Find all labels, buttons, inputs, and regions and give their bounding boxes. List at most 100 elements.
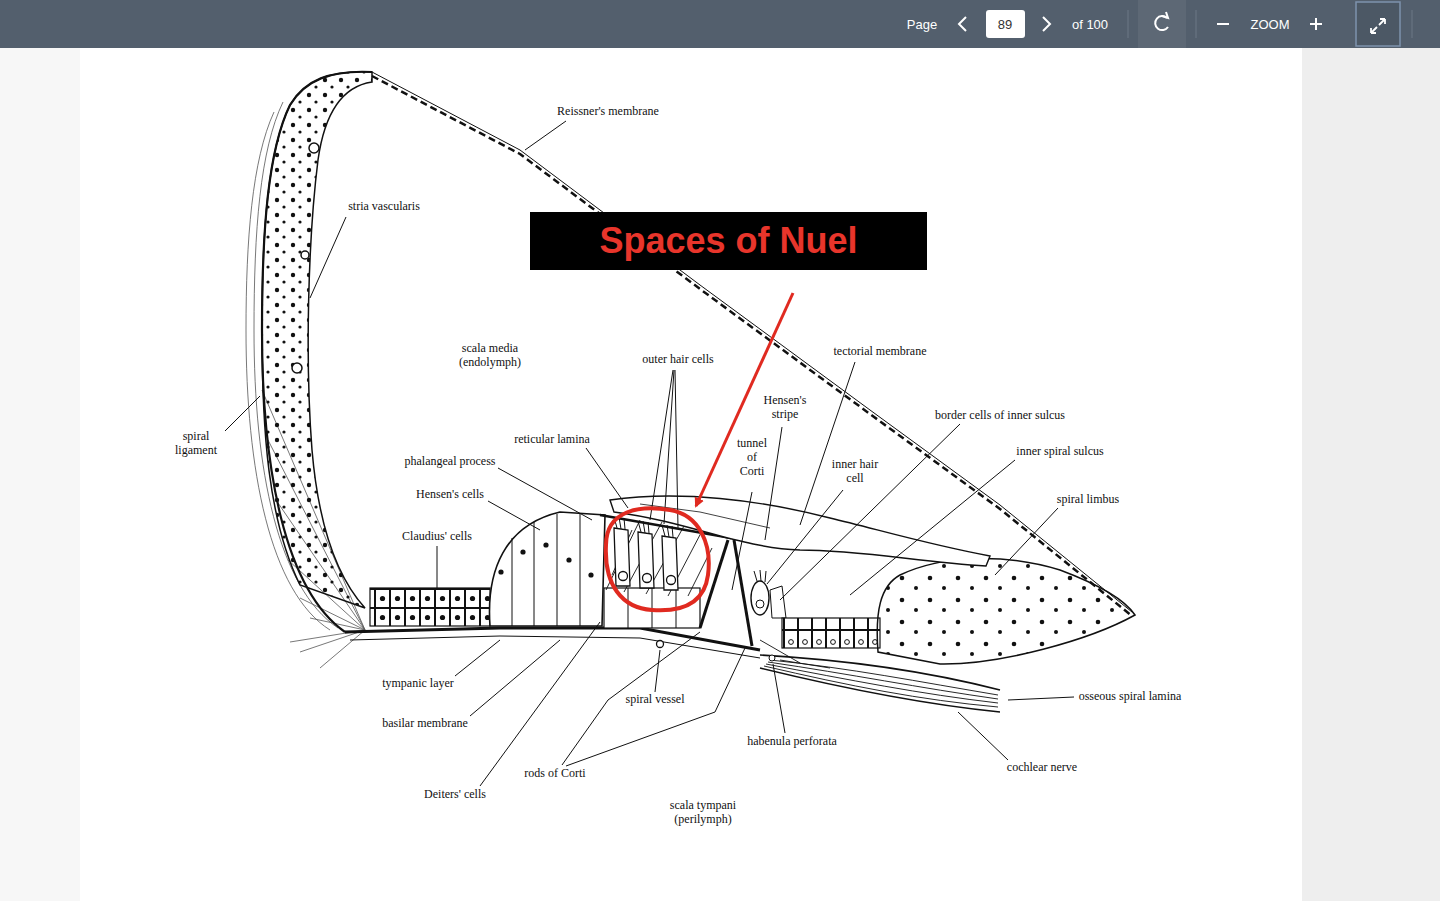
part-label: osseous spiral lamina bbox=[1078, 690, 1183, 704]
rotate-icon bbox=[1162, 12, 1168, 18]
leader-line bbox=[958, 712, 1008, 760]
fibre bbox=[770, 660, 998, 695]
pdf-page bbox=[80, 48, 1302, 901]
leader-line bbox=[310, 217, 346, 298]
hensens-cells bbox=[489, 512, 605, 626]
callout-text: Spaces of Nuel bbox=[599, 220, 857, 262]
part-label: inner spiral sulcus bbox=[1015, 445, 1104, 459]
hair-cell bbox=[614, 528, 630, 586]
part-label: spiral limbus bbox=[1056, 493, 1120, 507]
button-ground bbox=[1138, 0, 1186, 48]
reissners-membrane bbox=[372, 72, 1132, 612]
zoom-out-icon bbox=[1217, 23, 1229, 25]
capillary bbox=[292, 363, 302, 373]
leader-lines bbox=[224, 121, 1074, 786]
cell-borders bbox=[512, 513, 580, 626]
inner-sulcus-cells bbox=[782, 618, 880, 648]
hair-cell bbox=[638, 532, 654, 588]
nucleus bbox=[498, 569, 503, 574]
nucleus bbox=[619, 572, 628, 581]
cochlear-wall bbox=[262, 72, 372, 632]
leader-line bbox=[498, 468, 592, 520]
part-label: inner hair cell bbox=[827, 458, 884, 486]
spiral-vessel bbox=[657, 641, 664, 648]
inner-pillar bbox=[734, 540, 752, 646]
part-label: tympanic layer bbox=[381, 677, 455, 691]
next-icon bbox=[1043, 17, 1050, 31]
cell-border bbox=[534, 522, 535, 626]
nucleus bbox=[667, 576, 676, 585]
separator bbox=[1412, 10, 1413, 38]
inner-hair-cell bbox=[751, 581, 769, 615]
fibre bbox=[310, 618, 365, 630]
part-label: tunnel of Corti bbox=[733, 437, 771, 478]
leader-line bbox=[562, 632, 700, 765]
part-label: rods of Corti bbox=[523, 767, 586, 781]
part-label: Reissner's membrane bbox=[556, 105, 660, 119]
leader-line bbox=[224, 396, 260, 432]
part-label: stria vascularis bbox=[347, 200, 421, 214]
viewer-toolbar: Pageof 100ZOOM89 bbox=[0, 0, 1440, 48]
toolbar-text: of 100 bbox=[1072, 17, 1108, 32]
nucleus bbox=[520, 549, 525, 554]
highlight-circle bbox=[606, 508, 709, 610]
nucleus bbox=[643, 574, 652, 583]
spiral-limbus bbox=[877, 558, 1135, 664]
nucleus bbox=[566, 557, 571, 562]
stereocilia bbox=[754, 570, 766, 582]
fit-button bbox=[1356, 2, 1400, 46]
page-number: 89 bbox=[998, 17, 1012, 32]
nucleus bbox=[543, 542, 548, 547]
cell-border bbox=[580, 513, 581, 626]
cell-border bbox=[628, 588, 629, 628]
cell-border bbox=[557, 514, 558, 626]
zoom-in-icon bbox=[1315, 18, 1317, 30]
leader-line bbox=[732, 492, 752, 590]
toolbar-bar bbox=[0, 0, 1440, 48]
fibre bbox=[320, 630, 365, 668]
leader-line bbox=[1008, 697, 1074, 700]
outer-hair-cells bbox=[614, 528, 678, 590]
fibre bbox=[300, 630, 365, 652]
nucleus bbox=[588, 572, 593, 577]
part-label: cochlear nerve bbox=[1006, 761, 1078, 775]
leader-line bbox=[480, 622, 600, 786]
leader-line bbox=[586, 448, 628, 508]
viewer-margin bbox=[1302, 48, 1440, 901]
viewer-margin bbox=[0, 48, 80, 901]
cell-border bbox=[512, 538, 513, 626]
part-label: outer hair cells bbox=[641, 353, 714, 367]
part-label: scala tympani (perilymph) bbox=[657, 799, 749, 827]
reissners-membrane bbox=[372, 76, 1132, 616]
nucleus bbox=[756, 600, 764, 608]
leader-line bbox=[675, 370, 678, 528]
leader-line bbox=[800, 362, 855, 525]
fibre bbox=[780, 660, 830, 668]
nerve-fibres bbox=[760, 640, 998, 707]
prev-icon bbox=[959, 17, 966, 31]
leader-line bbox=[995, 508, 1058, 575]
separator bbox=[1128, 10, 1129, 38]
part-label: Claudius' cells bbox=[401, 530, 473, 544]
leader-line bbox=[525, 121, 566, 150]
part-label: phalangeal process bbox=[404, 455, 497, 469]
hair-cell bbox=[662, 536, 678, 590]
nuclei bbox=[498, 542, 593, 577]
toolbar-text: Page bbox=[907, 17, 937, 32]
leader-line bbox=[566, 648, 745, 766]
leader-line bbox=[470, 640, 560, 716]
leader-line bbox=[773, 664, 785, 733]
part-label: spiral ligament bbox=[168, 430, 225, 458]
fibre bbox=[768, 662, 998, 699]
part-label: tectorial membrane bbox=[833, 345, 928, 359]
separator bbox=[1196, 10, 1197, 38]
border-cell bbox=[770, 586, 786, 618]
fibre bbox=[766, 664, 998, 703]
fibre bbox=[764, 666, 998, 707]
capillary bbox=[301, 251, 309, 259]
part-label: habenula perforata bbox=[746, 735, 838, 749]
fibre bbox=[760, 640, 800, 663]
part-label: basilar membrane bbox=[381, 717, 469, 731]
part-label: spiral vessel bbox=[625, 693, 686, 707]
leader-line bbox=[780, 424, 960, 600]
